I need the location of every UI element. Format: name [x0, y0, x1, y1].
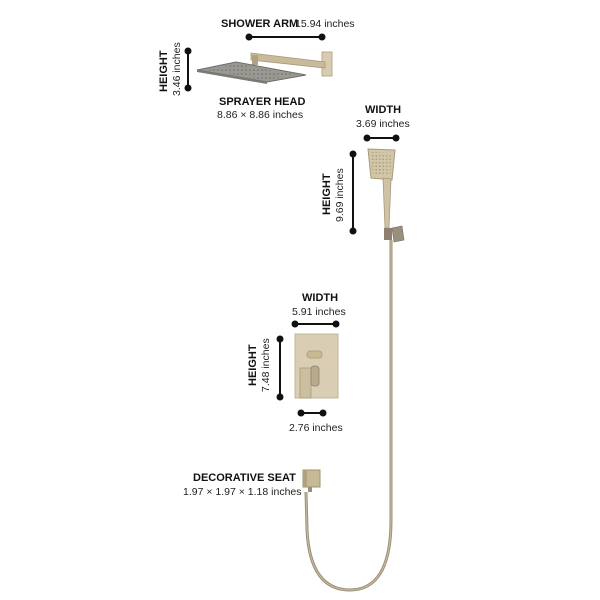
hand-shower-width-value: 3.69 inches: [356, 118, 410, 130]
decorative-seat-title: DECORATIVE SEAT: [193, 472, 296, 484]
hand-shower-height-line: [349, 150, 357, 235]
sprayer-head-height-value: 3.46 inches: [171, 42, 183, 96]
hand-shower-height-value: 9.69 inches: [334, 168, 346, 222]
valve-trim-icon: [294, 333, 339, 399]
valve-height-title: HEIGHT: [247, 344, 259, 386]
valve-width-value: 5.91 inches: [292, 306, 346, 318]
valve-height-value: 7.48 inches: [260, 338, 272, 392]
hand-shower-icon: [367, 148, 405, 243]
sprayer-head-icon: [196, 61, 307, 84]
valve-width-line: [291, 320, 340, 328]
hand-shower-height-title: HEIGHT: [321, 173, 333, 215]
decorative-seat-value: 1.97 × 1.97 × 1.18 inches: [183, 486, 302, 498]
shower-arm-value: 15.94 inches: [295, 18, 355, 30]
valve-width-title: WIDTH: [302, 292, 339, 304]
shower-arm-title: SHOWER ARM: [221, 18, 299, 30]
sprayer-head-title: SPRAYER HEAD: [219, 96, 306, 108]
sprayer-head-value: 8.86 × 8.86 inches: [217, 109, 304, 121]
hand-shower-width-title: WIDTH: [365, 104, 402, 116]
shower-arm-dimension-line: [245, 33, 326, 41]
shower-arm-icon: [250, 51, 333, 77]
decorative-seat-icon: [302, 469, 321, 492]
hand-shower-width-line: [363, 134, 400, 142]
sprayer-head-height-line: [184, 47, 192, 92]
valve-depth-value: 2.76 inches: [289, 422, 343, 434]
valve-depth-line: [297, 409, 327, 417]
sprayer-head-height-title: HEIGHT: [158, 50, 170, 92]
valve-height-line: [276, 335, 284, 401]
